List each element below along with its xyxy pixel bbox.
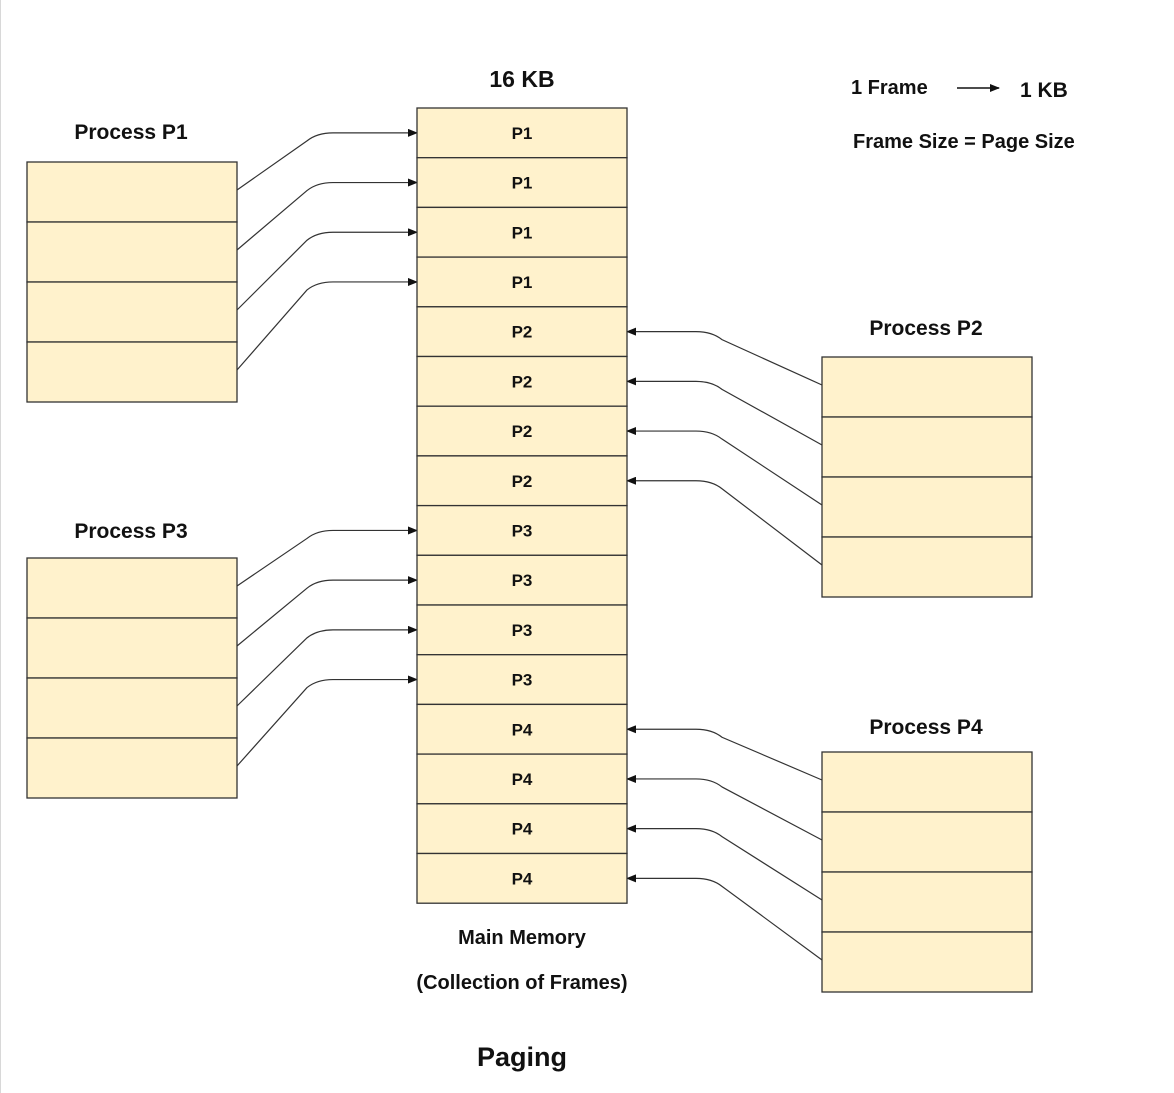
connector-p1-page-3 xyxy=(236,228,418,311)
process-p1-page-1 xyxy=(26,161,238,223)
process-p4-page-2 xyxy=(821,811,1033,873)
memory-frame-3 xyxy=(416,206,628,258)
legend-unit-label: 1 KB xyxy=(1020,79,1068,102)
memory-frame-16 xyxy=(416,852,628,904)
legend-equation: Frame Size = Page Size xyxy=(853,131,1075,153)
connector-p3-page-1 xyxy=(236,526,418,587)
process-p4-page-1 xyxy=(821,751,1033,813)
process-p2-page-2 xyxy=(821,416,1033,478)
legend-frame-label: 1 Frame xyxy=(851,77,928,99)
process-p1-label: Process P1 xyxy=(74,121,188,144)
memory-frame-4 xyxy=(416,256,628,308)
memory-frame-label: P3 xyxy=(512,671,533,690)
memory-frame-11 xyxy=(416,604,628,656)
connector-p2-page-1 xyxy=(626,327,823,386)
memory-frame-label: P3 xyxy=(512,621,533,640)
memory-frame-label: P1 xyxy=(512,174,533,193)
memory-frame-8 xyxy=(416,455,628,507)
connector-p2-page-4 xyxy=(626,476,823,566)
process-p2-page-3 xyxy=(821,476,1033,538)
process-p4-label: Process P4 xyxy=(869,716,983,739)
memory-frame-label: P1 xyxy=(512,223,533,242)
memory-frame-label: P4 xyxy=(512,720,533,739)
process-p3-label: Process P3 xyxy=(74,520,187,543)
process-p1-page-3 xyxy=(26,281,238,343)
process-p4-page-3 xyxy=(821,871,1033,933)
connector-p1-page-2 xyxy=(236,178,418,251)
process-p2-page-1 xyxy=(821,356,1033,418)
connector-p3-page-2 xyxy=(236,576,418,647)
memory-frame-13 xyxy=(416,703,628,755)
memory-frame-label: P4 xyxy=(512,869,533,888)
connector-p4-page-1 xyxy=(626,725,823,781)
left-border xyxy=(0,0,1,1093)
connector-p4-page-3 xyxy=(626,824,823,901)
connector-p4-page-4 xyxy=(626,874,823,961)
memory-frame-label: P4 xyxy=(512,820,533,839)
process-p2-page-4 xyxy=(821,536,1033,598)
memory-frame-label: P2 xyxy=(512,372,533,391)
memory-frame-label: P4 xyxy=(512,770,533,789)
memory-frame-label: P3 xyxy=(512,521,533,540)
connector-p2-page-2 xyxy=(626,377,823,446)
connector-p3-page-3 xyxy=(236,625,418,707)
memory-frame-10 xyxy=(416,554,628,606)
process-p1-page-4 xyxy=(26,341,238,403)
process-p2-label: Process P2 xyxy=(869,317,982,340)
process-p1-page-2 xyxy=(26,221,238,283)
memory-frame-5 xyxy=(416,306,628,358)
memory-frame-label: P2 xyxy=(512,472,533,491)
process-p4-page-4 xyxy=(821,931,1033,993)
memory-frame-label: P3 xyxy=(512,571,533,590)
memory-frame-label: P1 xyxy=(512,124,533,143)
memory-size-label: 16 KB xyxy=(489,66,554,92)
process-p3-page-1 xyxy=(26,557,238,619)
memory-frame-2 xyxy=(416,157,628,209)
connector-p2-page-3 xyxy=(626,427,823,506)
process-p3-page-4 xyxy=(26,737,238,799)
connector-p4-page-2 xyxy=(626,774,823,841)
connector-p1-page-1 xyxy=(236,128,418,191)
memory-frame-7 xyxy=(416,405,628,457)
memory-frame-1 xyxy=(416,107,628,159)
memory-frame-6 xyxy=(416,355,628,407)
process-p3-page-2 xyxy=(26,617,238,679)
connector-lines xyxy=(236,128,823,961)
connector-p1-page-4 xyxy=(236,277,418,371)
diagram-title: Paging xyxy=(477,1042,567,1072)
memory-frame-label: P1 xyxy=(512,273,533,292)
process-tables xyxy=(26,161,1033,993)
process-p3-page-3 xyxy=(26,677,238,739)
memory-frame-label: P2 xyxy=(512,422,533,441)
memory-frame-label: P2 xyxy=(512,323,533,342)
memory-caption-subtitle: (Collection of Frames) xyxy=(416,972,627,994)
memory-frame-9 xyxy=(416,504,628,556)
memory-caption: Main Memory xyxy=(458,927,587,949)
connector-p3-page-4 xyxy=(236,675,418,767)
